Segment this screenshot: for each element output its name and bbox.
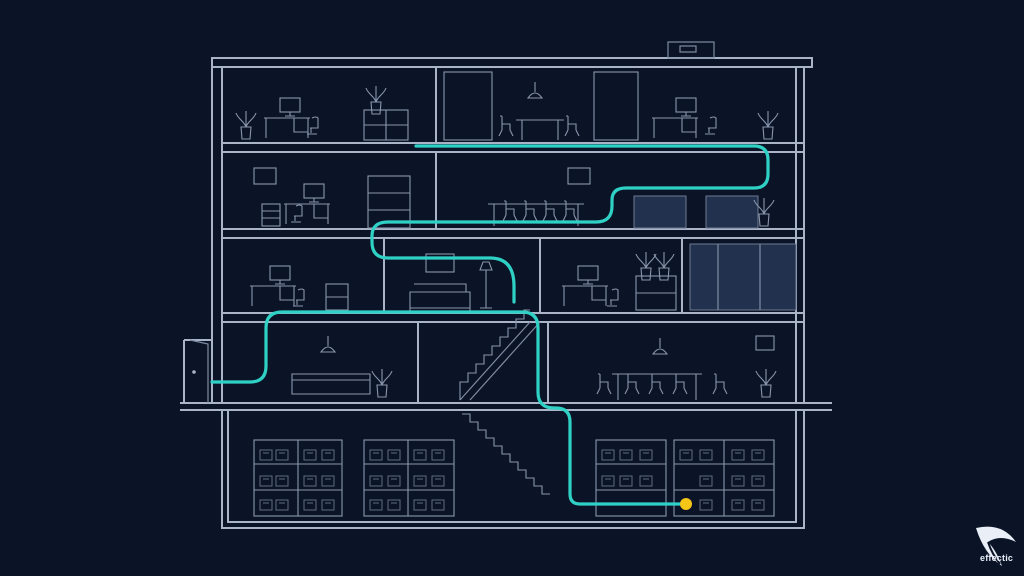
floor-2-office (249, 243, 797, 312)
partitions (383, 67, 683, 403)
floor-3-office (253, 167, 775, 229)
door-icon (183, 339, 213, 403)
roof (211, 41, 813, 68)
brand-logo (962, 520, 1018, 570)
floor-4-office (235, 71, 779, 141)
floor-1-lobby (183, 335, 777, 403)
destination-marker (680, 498, 692, 510)
brand-name: effectic (980, 553, 1014, 563)
route-path (210, 144, 770, 506)
logo-sail-icon (976, 526, 1016, 566)
basement-archive (221, 409, 805, 529)
archive-shelf-icon (253, 439, 775, 517)
stairs-icon (459, 309, 550, 495)
